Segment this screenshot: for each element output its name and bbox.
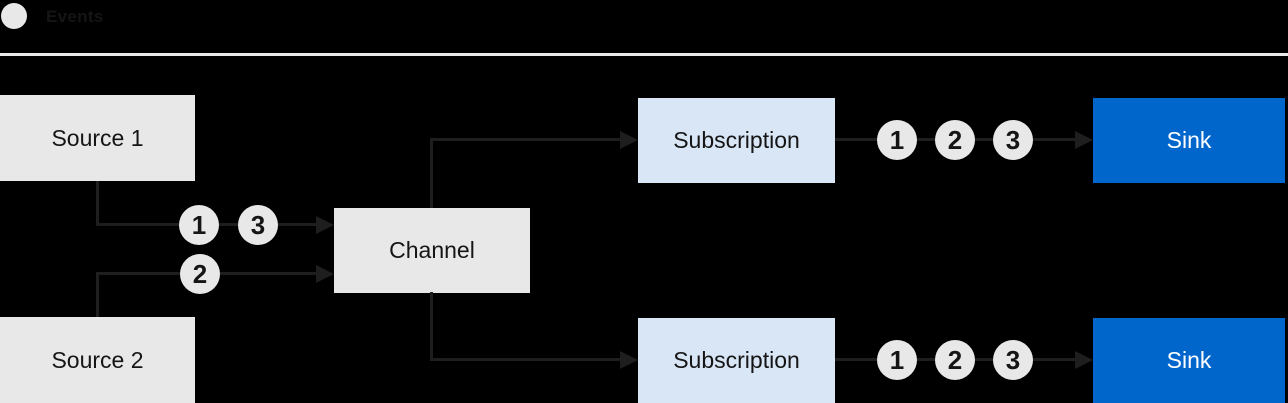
node-source-1-label: Source 1: [51, 124, 144, 151]
connector-channel-up-horizontal: [430, 138, 622, 141]
arrowhead-source2-to-channel-icon: [316, 265, 334, 283]
arrowhead-subscription-bottom-to-sink-icon: [1075, 351, 1093, 369]
arrowhead-channel-to-subscription-bottom-icon: [620, 351, 638, 369]
node-subscription-bottom-label: Subscription: [673, 347, 800, 373]
connector-channel-down-vertical: [430, 292, 433, 360]
connector-source1-vertical: [96, 181, 99, 226]
event-marker: 2: [935, 340, 975, 380]
node-sink-top-label: Sink: [1166, 127, 1212, 153]
node-subscription-bottom: Subscription: [638, 318, 835, 403]
node-sink-top: Sink: [1093, 98, 1285, 183]
arrowhead-channel-to-subscription-top-icon: [620, 131, 638, 149]
event-marker: 1: [877, 340, 917, 380]
event-marker: 1: [179, 205, 219, 245]
node-subscription-top-label: Subscription: [673, 127, 800, 153]
node-source-2-label: Source 2: [51, 346, 144, 373]
event-marker: 1: [877, 120, 917, 160]
connector-channel-down-horizontal: [430, 358, 622, 361]
event-marker: 3: [993, 120, 1033, 160]
node-source-1: Source 1: [0, 95, 195, 181]
node-channel: Channel: [334, 208, 530, 293]
node-subscription-top: Subscription: [638, 98, 835, 183]
node-sink-bottom: Sink: [1093, 318, 1285, 403]
arrowhead-source1-to-channel-icon: [316, 216, 334, 234]
header-divider: [0, 53, 1288, 56]
event-marker: 3: [993, 340, 1033, 380]
node-source-2: Source 2: [0, 317, 195, 403]
connector-source2-vertical: [96, 274, 99, 317]
event-marker: 3: [238, 205, 278, 245]
event-marker: 2: [935, 120, 975, 160]
event-circle-icon: [1, 3, 27, 29]
node-sink-bottom-label: Sink: [1166, 347, 1212, 373]
connector-channel-up-vertical: [430, 140, 433, 208]
event-marker: 2: [180, 254, 220, 294]
events-legend-label: Events: [46, 7, 104, 26]
node-channel-label: Channel: [389, 237, 475, 263]
arrowhead-subscription-top-to-sink-icon: [1075, 131, 1093, 149]
